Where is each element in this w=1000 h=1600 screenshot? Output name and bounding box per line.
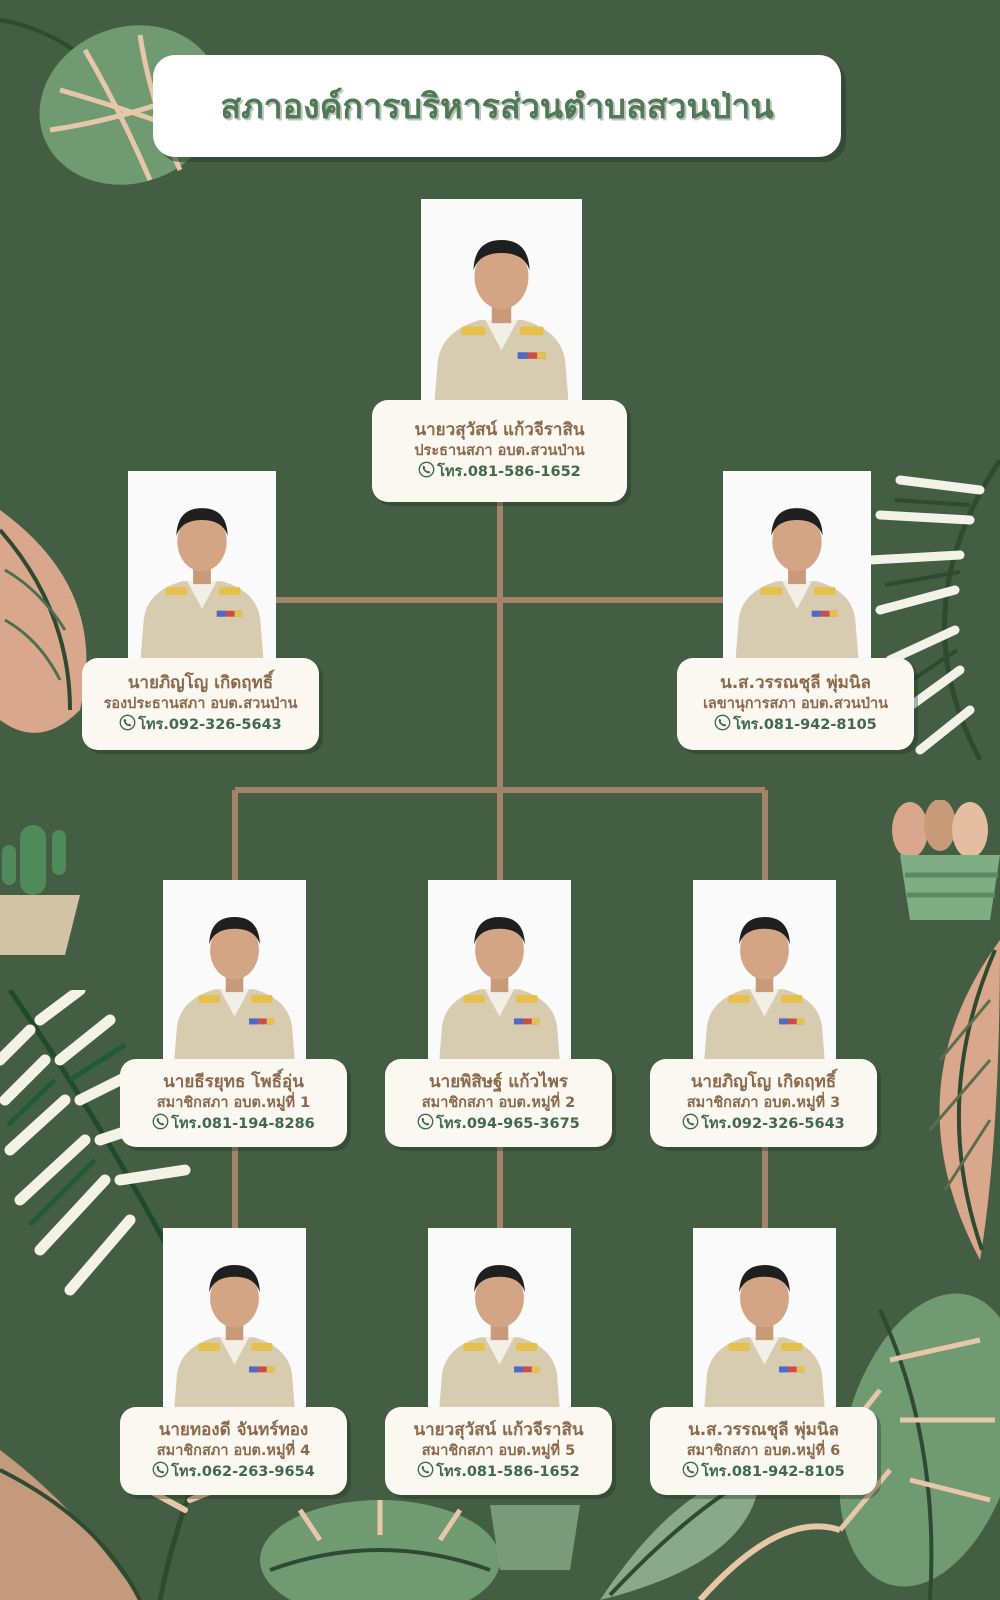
person-phone: โทร.092-326-5643: [682, 1113, 845, 1136]
phone-number: โทร.081-194-8286: [171, 1116, 315, 1132]
phone-icon: [417, 1461, 436, 1484]
person-phone: โทร.081-586-1652: [417, 1461, 580, 1484]
info-card: น.ส.วรรณชุลี พุ่มนิล สมาชิกสภา อบต.หมู่ท…: [650, 1407, 877, 1495]
portrait-photo: [163, 880, 306, 1075]
person-role: สมาชิกสภา อบต.หมู่ที่ 4: [156, 1442, 311, 1459]
portrait-photo: [428, 880, 571, 1075]
phone-icon: [152, 1113, 171, 1136]
info-card: นายธีรยุทธ โพธิ์อุ่น สมาชิกสภา อบต.หมู่ท…: [120, 1059, 347, 1147]
person-phone: โทร.062-263-9654: [152, 1461, 315, 1484]
portrait-photo: [128, 471, 276, 668]
phone-number: โทร.092-326-5643: [701, 1116, 845, 1132]
person-name: นายวสุวัสน์ แก้วจีราสิน: [414, 419, 585, 440]
phone-number: โทร.081-942-8105: [733, 717, 877, 733]
person-phone: โทร.081-942-8105: [714, 714, 877, 737]
info-card: นายวสุวัสน์ แก้วจีราสิน สมาชิกสภา อบต.หม…: [385, 1407, 612, 1495]
person-role: สมาชิกสภา อบต.หมู่ที่ 3: [686, 1094, 841, 1111]
phone-number: โทร.081-586-1652: [437, 464, 581, 480]
person-role: เลขานุการสภา อบต.สวนป่าน: [702, 695, 889, 712]
page-title: สภาองค์การบริหารส่วนตำบลสวนป่าน: [220, 87, 774, 127]
person-phone: โทร.081-194-8286: [152, 1113, 315, 1136]
person-name: นายภิญโญ เกิดฤทธิ์: [690, 1071, 837, 1092]
info-card: นายทองดี จันทร์ทอง สมาชิกสภา อบต.หมู่ที่…: [120, 1407, 347, 1495]
person-name: นายภิญโญ เกิดฤทธิ์: [127, 672, 274, 693]
phone-icon: [417, 1113, 436, 1136]
phone-icon: [418, 461, 437, 484]
title-banner: สภาองค์การบริหารส่วนตำบลสวนป่าน: [153, 55, 841, 157]
person-role: รองประธานสภา อบต.สวนป่าน: [103, 695, 298, 712]
person-role: สมาชิกสภา อบต.หมู่ที่ 5: [421, 1442, 576, 1459]
person-name: นายธีรยุทธ โพธิ์อุ่น: [163, 1071, 304, 1092]
portrait-photo: [428, 1228, 571, 1423]
person-phone: โทร.094-965-3675: [417, 1113, 580, 1136]
person-role: สมาชิกสภา อบต.หมู่ที่ 6: [686, 1442, 841, 1459]
phone-number: โทร.081-586-1652: [436, 1464, 580, 1480]
info-card: นายวสุวัสน์ แก้วจีราสิน ประธานสภา อบต.สว…: [372, 400, 627, 502]
portrait-photo: [693, 1228, 836, 1423]
info-card: นายพิสิษฐ์ แก้วไพร สมาชิกสภา อบต.หมู่ที่…: [385, 1059, 612, 1147]
phone-number: โทร.062-263-9654: [171, 1464, 315, 1480]
portrait-photo: [421, 199, 582, 415]
person-role: สมาชิกสภา อบต.หมู่ที่ 2: [421, 1094, 576, 1111]
phone-icon: [682, 1461, 701, 1484]
info-card: นายภิญโญ เกิดฤทธิ์ รองประธานสภา อบต.สวนป…: [82, 658, 319, 750]
portrait-photo: [693, 880, 836, 1075]
phone-icon: [152, 1461, 171, 1484]
person-name: นายทองดี จันทร์ทอง: [158, 1419, 309, 1440]
person-name: น.ส.วรรณชุลี พุ่มนิล: [720, 672, 871, 693]
info-card: น.ส.วรรณชุลี พุ่มนิล เลขานุการสภา อบต.สว…: [677, 658, 914, 750]
portrait-photo: [723, 471, 871, 668]
phone-icon: [119, 714, 138, 737]
person-name: นายวสุวัสน์ แก้วจีราสิน: [413, 1419, 584, 1440]
phone-number: โทร.081-942-8105: [701, 1464, 845, 1480]
portrait-photo: [163, 1228, 306, 1423]
person-name: นายพิสิษฐ์ แก้วไพร: [429, 1071, 568, 1092]
person-role: สมาชิกสภา อบต.หมู่ที่ 1: [156, 1094, 311, 1111]
phone-icon: [682, 1113, 701, 1136]
phone-icon: [714, 714, 733, 737]
person-phone: โทร.081-586-1652: [418, 461, 581, 484]
person-role: ประธานสภา อบต.สวนป่าน: [414, 442, 585, 459]
phone-number: โทร.094-965-3675: [436, 1116, 580, 1132]
person-phone: โทร.081-942-8105: [682, 1461, 845, 1484]
phone-number: โทร.092-326-5643: [138, 717, 282, 733]
person-name: น.ส.วรรณชุลี พุ่มนิล: [688, 1419, 839, 1440]
person-phone: โทร.092-326-5643: [119, 714, 282, 737]
info-card: นายภิญโญ เกิดฤทธิ์ สมาชิกสภา อบต.หมู่ที่…: [650, 1059, 877, 1147]
